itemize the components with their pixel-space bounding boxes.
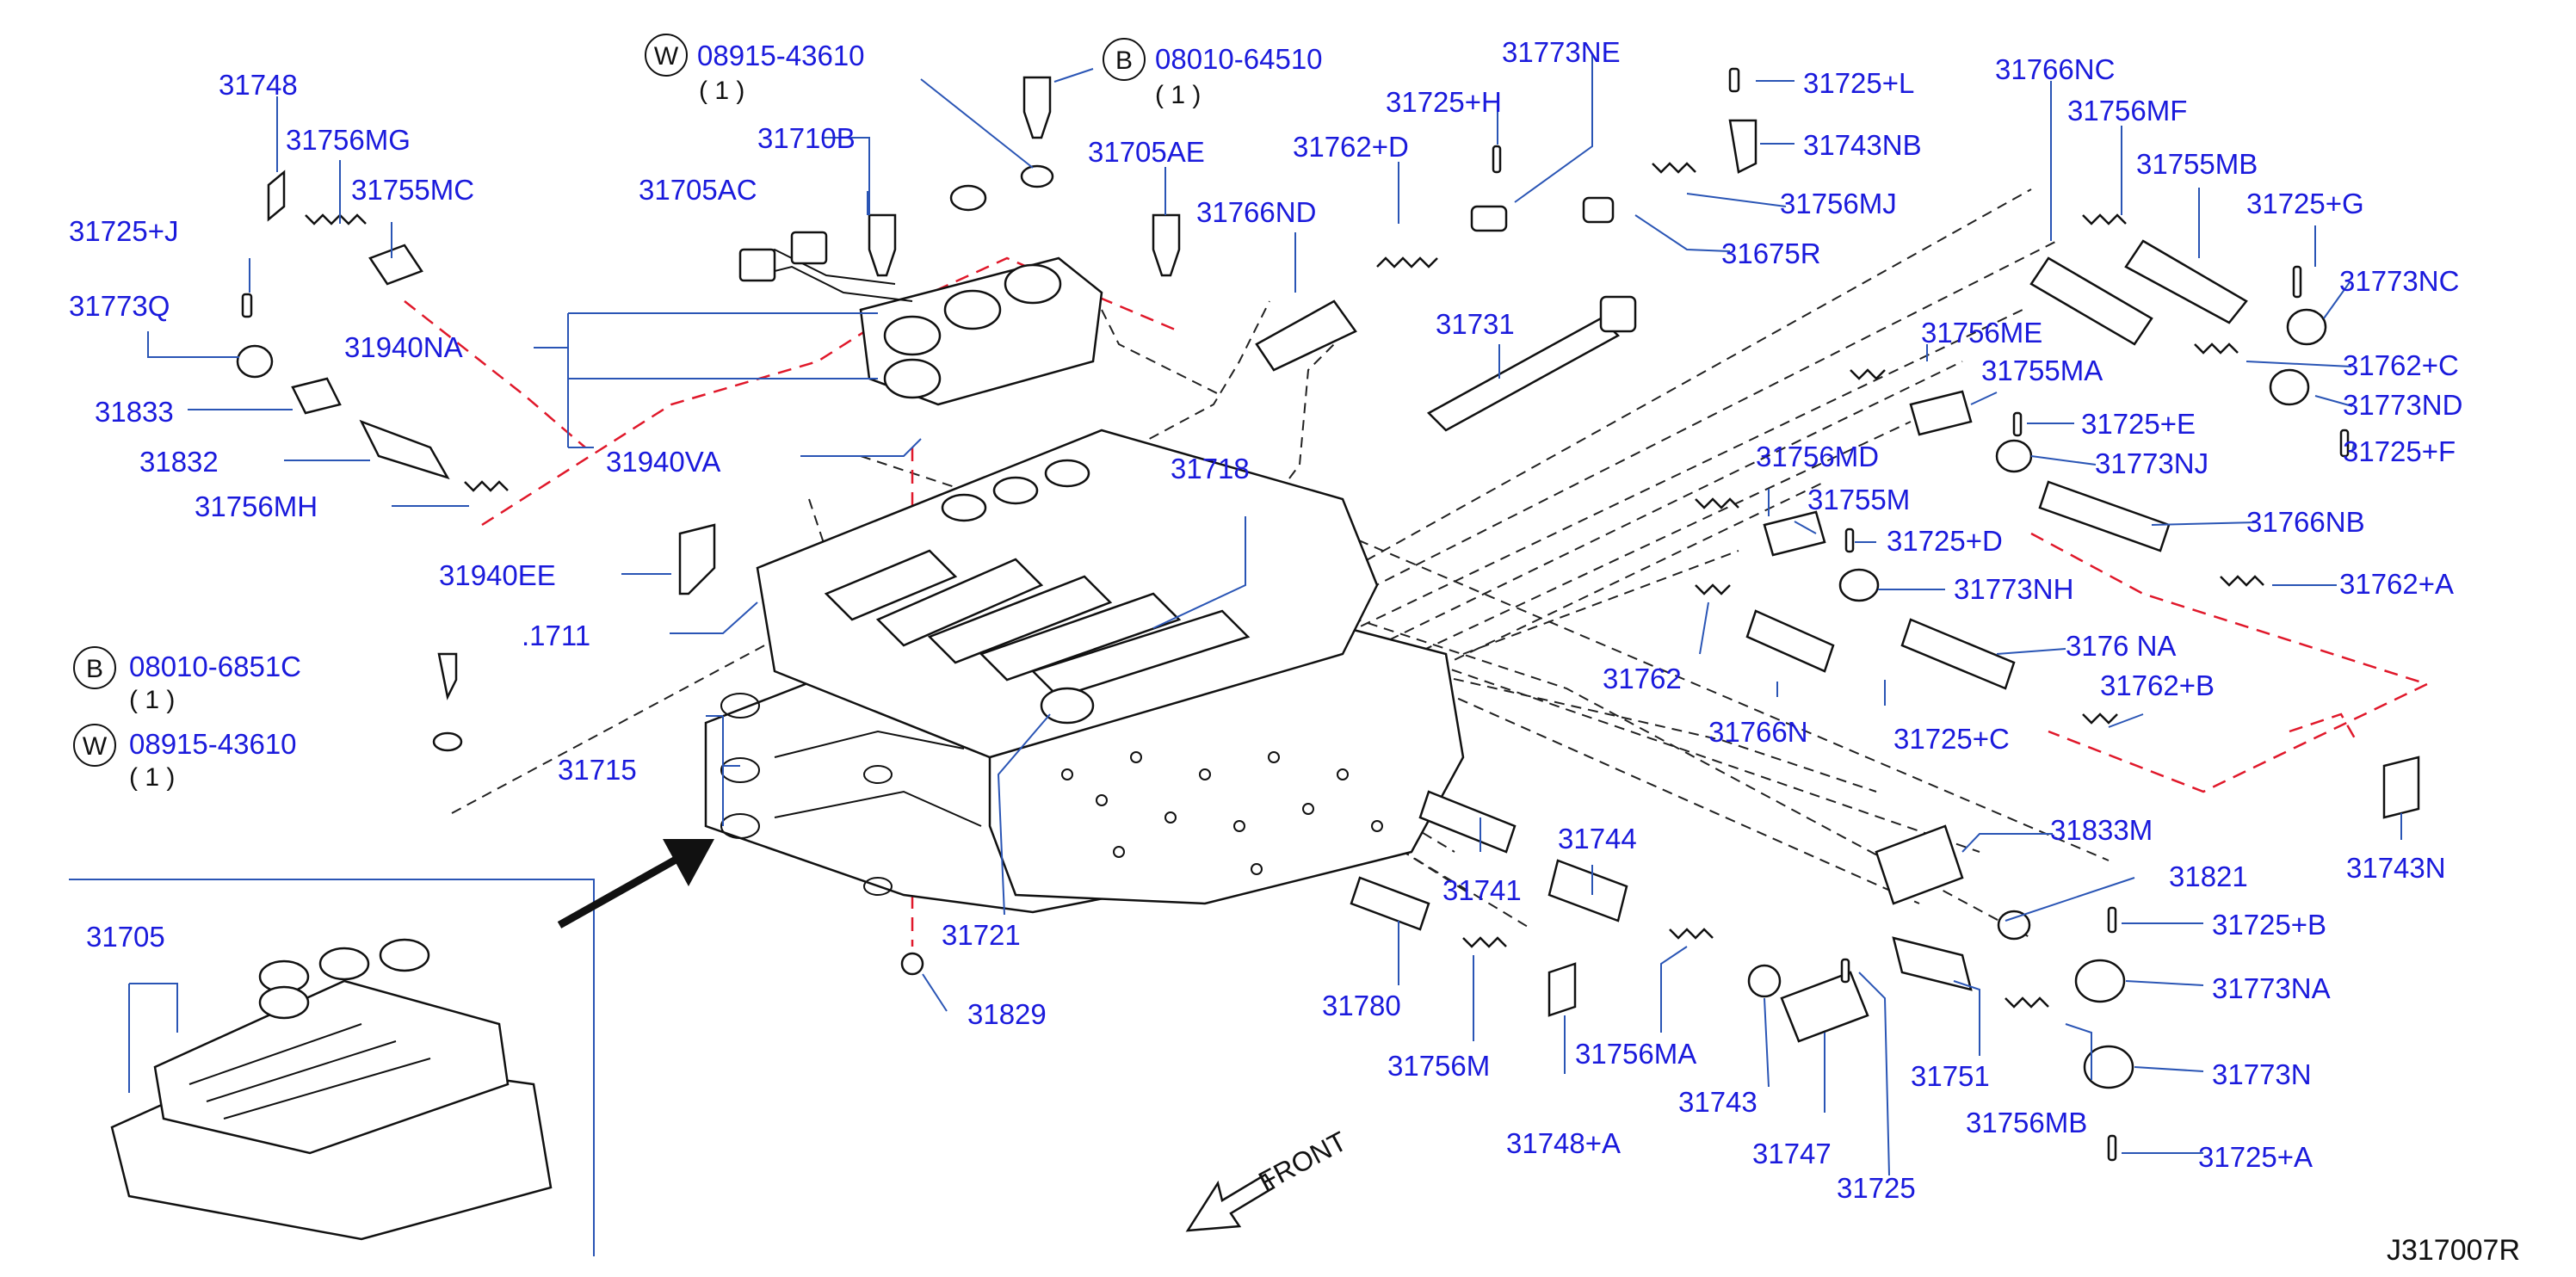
label-31755MB: 31755MB xyxy=(2136,148,2258,180)
label-31715: 31715 xyxy=(558,754,637,786)
label-31766N: 31766N xyxy=(1708,716,1808,748)
label-31773N: 31773N xyxy=(2212,1058,2312,1090)
label-31762B: 31762+B xyxy=(2100,669,2215,701)
label-31766NC: 31766NC xyxy=(1995,53,2115,85)
label-31725: 31725 xyxy=(1837,1172,1916,1204)
leader-lines xyxy=(128,53,2402,1176)
label-31756MF: 31756MF xyxy=(2067,95,2187,126)
label-31731: 31731 xyxy=(1436,308,1515,340)
label-31756MA: 31756MA xyxy=(1575,1038,1696,1070)
label-31725C: 31725+C xyxy=(1893,723,2010,755)
label-31725D: 31725+D xyxy=(1887,525,2003,557)
label-31748A: 31748+A xyxy=(1506,1127,1621,1159)
lower-body-holes xyxy=(1061,751,1383,875)
label-31743: 31743 xyxy=(1678,1086,1757,1118)
label-31741: 31741 xyxy=(1442,874,1522,906)
label-31725H: 31725+H xyxy=(1386,86,1502,118)
qty-08010-top: ( 1 ) xyxy=(1155,81,1201,109)
label-31756MB: 31756MB xyxy=(1966,1107,2087,1138)
label-31744: 31744 xyxy=(1558,823,1637,854)
inset-assembly-31705 xyxy=(69,879,595,1256)
front-label: FRONT xyxy=(1253,1126,1351,1198)
label-3176NA: 3176 NA xyxy=(2066,630,2176,662)
label-31773NJ: 31773NJ xyxy=(2095,447,2208,479)
qty-08010-left: ( 1 ) xyxy=(129,686,175,714)
label-31773Q: 31773Q xyxy=(69,290,170,322)
front-arrow xyxy=(557,839,714,928)
label-31725F: 31725+F xyxy=(2343,435,2456,467)
label-31721: 31721 xyxy=(942,919,1021,951)
label-31755MC: 31755MC xyxy=(351,174,474,206)
label-31748: 31748 xyxy=(219,69,298,101)
label-31940NA: 31940NA xyxy=(344,331,463,363)
label-31725B: 31725+B xyxy=(2212,909,2326,941)
label-31766ND: 31766ND xyxy=(1196,196,1316,228)
label-31773NA: 31773NA xyxy=(2212,972,2331,1004)
label-31756MH: 31756MH xyxy=(195,490,318,522)
label-31833M: 31833M xyxy=(2050,814,2153,846)
label-31705AE: 31705AE xyxy=(1088,136,1205,168)
main-valve-body xyxy=(678,76,1465,914)
valve-bores xyxy=(824,459,1251,699)
label-31832: 31832 xyxy=(139,446,219,478)
label-31756MG: 31756MG xyxy=(286,124,411,156)
label-31762D: 31762+D xyxy=(1293,131,1409,163)
label-31718: 31718 xyxy=(1171,453,1250,484)
small-parts xyxy=(236,67,2420,1162)
front-indicator: FRONT xyxy=(1185,1126,1352,1232)
label-31711: .1711 xyxy=(522,620,590,651)
label-31743NB: 31743NB xyxy=(1803,129,1922,161)
label-08010-left: 08010-6851C xyxy=(129,651,301,682)
label-31675R: 31675R xyxy=(1721,238,1821,269)
label-31762A: 31762+A xyxy=(2339,568,2454,600)
label-31940VA: 31940VA xyxy=(606,446,720,478)
label-31773NE: 31773NE xyxy=(1502,36,1621,68)
label-31743N: 31743N xyxy=(2346,852,2446,884)
label-08915-top: 08915-43610 xyxy=(697,40,865,71)
label-31755M: 31755M xyxy=(1807,484,1910,515)
label-31762C: 31762+C xyxy=(2343,349,2459,381)
label-31829: 31829 xyxy=(967,998,1047,1030)
label-31756MJ: 31756MJ xyxy=(1780,188,1897,219)
circle-letter-b-left: B xyxy=(86,655,103,683)
label-31773NH: 31773NH xyxy=(1954,573,2073,605)
circle-letter-w-top: W xyxy=(654,42,679,71)
label-31725G: 31725+G xyxy=(2246,188,2364,219)
label-31773ND: 31773ND xyxy=(2343,389,2462,421)
label-31725A: 31725+A xyxy=(2198,1141,2313,1173)
label-31705: 31705 xyxy=(86,921,165,953)
label-31725L: 31725+L xyxy=(1803,67,1914,99)
diagram-reference-code: J317007R xyxy=(2387,1234,2520,1267)
label-31755MA: 31755MA xyxy=(1981,355,2103,386)
label-31725E: 31725+E xyxy=(2081,408,2196,440)
label-31821: 31821 xyxy=(2169,861,2248,892)
label-31747: 31747 xyxy=(1752,1138,1832,1169)
label-31705AC: 31705AC xyxy=(639,174,757,206)
label-31766NB: 31766NB xyxy=(2246,506,2365,538)
label-31710B: 31710B xyxy=(757,122,856,154)
label-31756M: 31756M xyxy=(1387,1050,1490,1082)
label-08010-top: 08010-64510 xyxy=(1155,43,1323,75)
label-31773NC: 31773NC xyxy=(2339,265,2459,297)
label-31940EE: 31940EE xyxy=(439,559,556,591)
label-08915-left: 08915-43610 xyxy=(129,728,297,760)
circle-letter-w-left: W xyxy=(83,732,108,761)
label-31756MD: 31756MD xyxy=(1756,441,1879,472)
label-31780: 31780 xyxy=(1322,990,1401,1021)
label-31725J: 31725+J xyxy=(69,215,179,247)
hardware-callouts: W B B W xyxy=(73,34,1146,767)
qty-08915-left: ( 1 ) xyxy=(129,763,175,792)
label-31833: 31833 xyxy=(95,396,174,428)
part-labels: 31748 31756MG 31755MC 31725+J 31773Q 319… xyxy=(69,36,2462,1204)
label-31751: 31751 xyxy=(1911,1060,1990,1092)
qty-08915-top: ( 1 ) xyxy=(699,77,744,105)
label-31762: 31762 xyxy=(1603,663,1682,694)
label-31756ME: 31756ME xyxy=(1921,317,2042,349)
circle-letter-b-top: B xyxy=(1115,46,1133,75)
